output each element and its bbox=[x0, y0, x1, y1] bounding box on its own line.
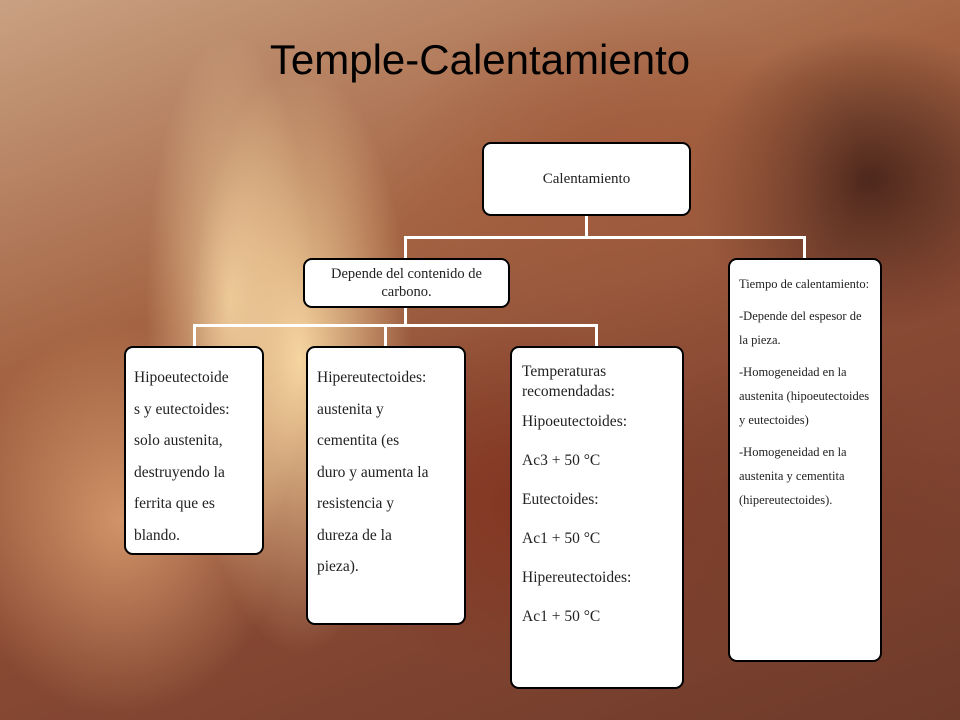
connector-root-down bbox=[585, 215, 588, 237]
temps-line-4: Eutectoides: bbox=[522, 491, 599, 508]
connector-to-hiper bbox=[384, 324, 387, 348]
node-calentamiento-label: Calentamiento bbox=[542, 170, 631, 187]
tiempo-line-2: -Depende del espesor de la pieza. bbox=[739, 309, 865, 347]
slide-title: Temple-Calentamiento bbox=[269, 36, 691, 83]
tiempo-line-3: -Homogeneidad en la austenita (hipoeutec… bbox=[739, 365, 873, 427]
node-temperaturas: Temperaturas recomendadas: Hipoeutectoid… bbox=[510, 346, 684, 689]
node-contenido-carbono-label: Depende del contenido de carbono. bbox=[331, 266, 482, 300]
connector-to-hipo bbox=[193, 324, 196, 348]
connector-to-temps bbox=[595, 324, 598, 348]
temps-line-2: Hipoeutectoides: bbox=[522, 413, 628, 430]
node-tiempo-calentamiento: Tiempo de calentamiento: -Depende del es… bbox=[728, 258, 882, 662]
node-hipoeutectoides-text: Hipoeutectoide s y eutectoides: solo aus… bbox=[134, 369, 230, 544]
node-hipereutectoides: Hipereutectoides: austenita y cementita … bbox=[306, 346, 466, 625]
temps-line-5: Ac1 + 50 °C bbox=[522, 530, 601, 547]
node-contenido-carbono: Depende del contenido de carbono. bbox=[303, 258, 510, 308]
connector-to-tiempo bbox=[803, 236, 806, 260]
node-calentamiento: Calentamiento bbox=[482, 142, 691, 216]
node-hipereutectoides-text: Hipereutectoides: austenita y cementita … bbox=[317, 369, 429, 575]
node-hipoeutectoides: Hipoeutectoide s y eutectoides: solo aus… bbox=[124, 346, 264, 555]
connector-carbon-down bbox=[404, 306, 407, 326]
tiempo-line-4: -Homogeneidad en la austenita y cementit… bbox=[739, 445, 850, 507]
connector-to-carbon bbox=[404, 236, 407, 260]
tiempo-line-1: Tiempo de calentamiento: bbox=[739, 277, 870, 291]
temps-line-7: Ac1 + 50 °C bbox=[522, 608, 601, 625]
connector-level2-bar bbox=[193, 324, 598, 327]
temps-line-6: Hipereutectoides: bbox=[522, 569, 632, 586]
connector-level1-bar bbox=[404, 236, 806, 239]
temps-line-3: Ac3 + 50 °C bbox=[522, 452, 601, 469]
temps-line-1: Temperaturas recomendadas: bbox=[522, 363, 615, 400]
